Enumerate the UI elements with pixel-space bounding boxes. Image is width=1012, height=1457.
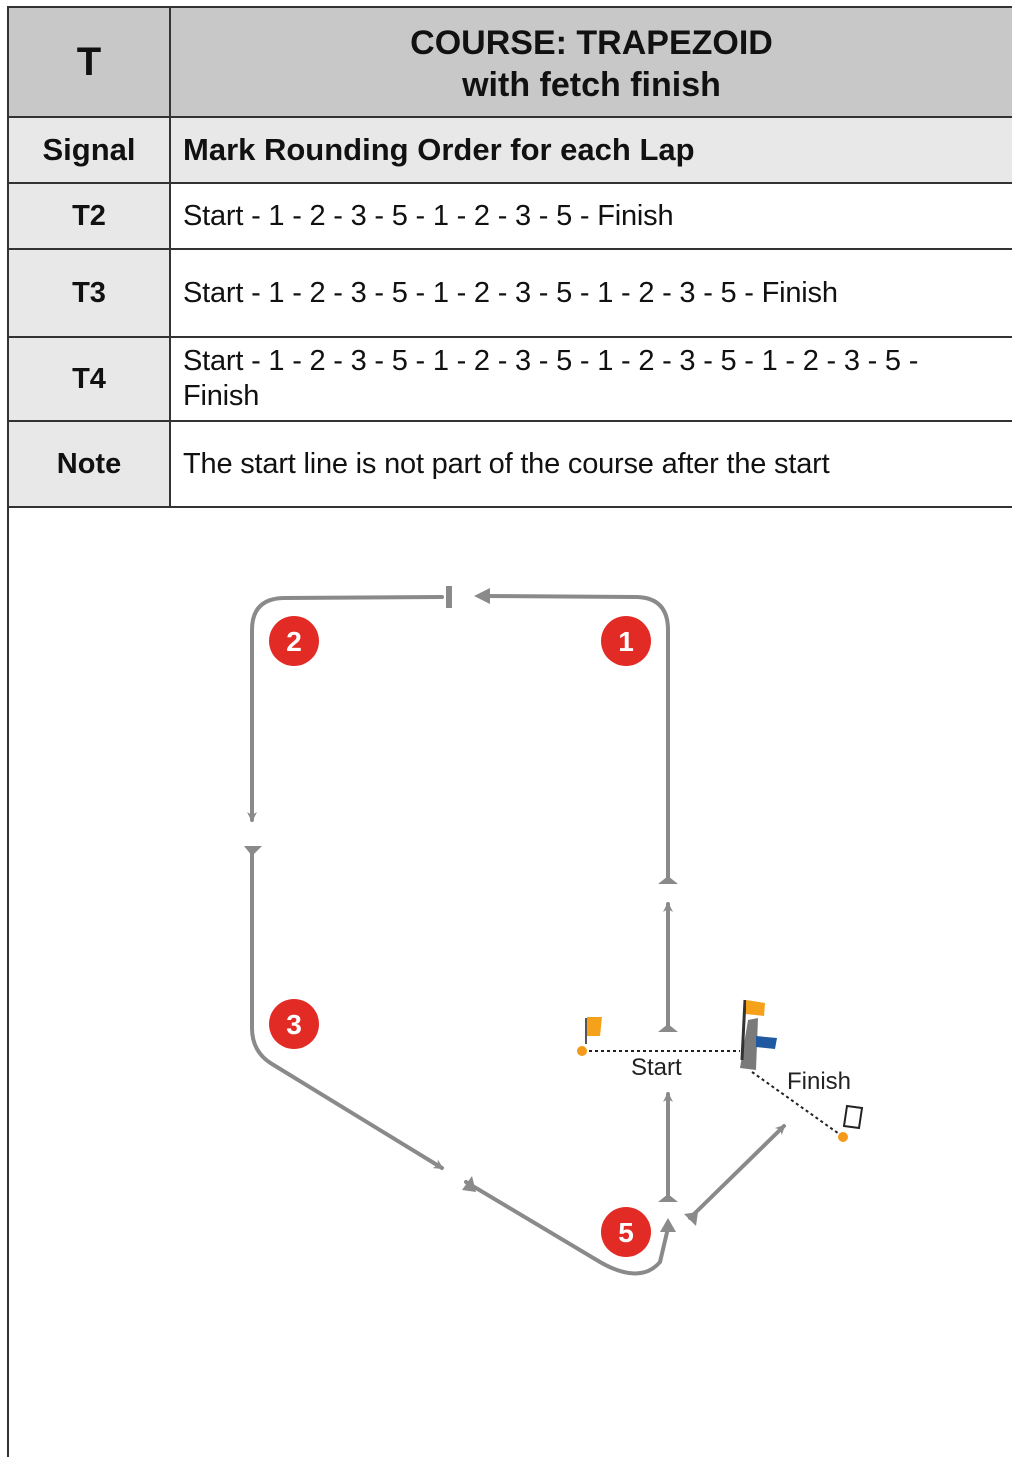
course-table: T COURSE: TRAPEZOID with fetch finish Si… (9, 8, 1012, 508)
course-sheet: T COURSE: TRAPEZOID with fetch finish Si… (7, 6, 1012, 1457)
note-label: Note (9, 421, 171, 508)
sequence-cell: Start - 1 - 2 - 3 - 5 - 1 - 2 - 3 - 5 - … (170, 337, 1012, 422)
note-text: The start line is not part of the course… (170, 421, 1012, 508)
order-column-header: Mark Rounding Order for each Lap (170, 117, 1012, 184)
signal-cell: T4 (9, 337, 171, 422)
signal-cell: T3 (9, 249, 171, 338)
table-row: T3 Start - 1 - 2 - 3 - 5 - 1 - 2 - 3 - 5… (9, 249, 1012, 338)
header-row: T COURSE: TRAPEZOID with fetch finish (9, 8, 1012, 118)
note-row: Note The start line is not part of the c… (9, 421, 1012, 508)
course-title-line2: with fetch finish (462, 66, 721, 104)
sequence-cell: Start - 1 - 2 - 3 - 5 - 1 - 2 - 3 - 5 - … (170, 249, 1012, 338)
table-row: T2 Start - 1 - 2 - 3 - 5 - 1 - 2 - 3 - 5… (9, 183, 1012, 250)
signal-column-header: Signal (9, 117, 171, 184)
course-code: T (9, 8, 171, 118)
subheader-row: Signal Mark Rounding Order for each Lap (9, 117, 1012, 184)
table-row: T4 Start - 1 - 2 - 3 - 5 - 1 - 2 - 3 - 5… (9, 337, 1012, 422)
course-title-line1: COURSE: TRAPEZOID (410, 24, 773, 62)
course-title: COURSE: TRAPEZOID with fetch finish (170, 8, 1012, 118)
sequence-cell: Start - 1 - 2 - 3 - 5 - 1 - 2 - 3 - 5 - … (170, 183, 1012, 250)
signal-cell: T2 (9, 183, 171, 250)
